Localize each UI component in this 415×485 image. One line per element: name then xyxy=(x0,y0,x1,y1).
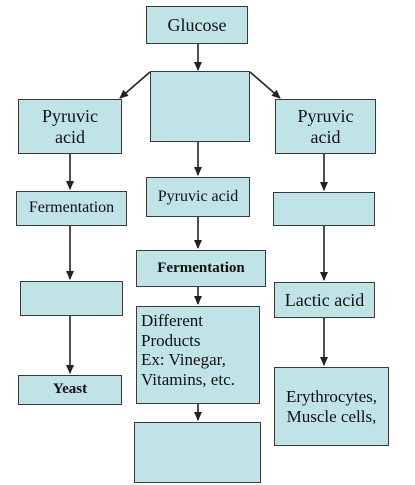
arrow-branch-right xyxy=(249,71,281,99)
center-fermentation-label: Fermentation xyxy=(157,259,245,276)
center-top-blank-box xyxy=(150,71,250,142)
left-blank-box xyxy=(20,281,123,316)
center-pyruvic-acid-box: Pyruvic acid xyxy=(146,177,250,217)
yeast-box: Yeast xyxy=(18,375,122,405)
right-pyruvic-acid-box: Pyruvic acid xyxy=(275,99,376,154)
center-fermentation-box: Fermentation xyxy=(136,250,266,287)
left-fermentation-box: Fermentation xyxy=(16,191,127,226)
lactic-acid-label: Lactic acid xyxy=(284,289,365,310)
erythrocytes-box: Erythrocytes, Muscle cells, xyxy=(274,367,389,446)
erythrocytes-label: Erythrocytes, Muscle cells, xyxy=(285,386,378,426)
center-bottom-blank-box xyxy=(134,422,261,483)
lactic-acid-box: Lactic acid xyxy=(274,282,375,318)
glucose-box: Glucose xyxy=(146,6,248,44)
glucose-label: Glucose xyxy=(167,14,227,35)
right-pyruvic-label: Pyruvic acid xyxy=(297,105,354,147)
different-products-box: Different Products Ex: Vinegar, Vitamins… xyxy=(136,306,260,404)
left-pyruvic-label: Pyruvic acid xyxy=(42,105,98,147)
different-products-label: Different Products Ex: Vinegar, Vitamins… xyxy=(141,311,235,389)
center-pyruvic-label: Pyruvic acid xyxy=(157,187,239,205)
arrow-branch-left xyxy=(119,71,151,99)
left-pyruvic-acid-box: Pyruvic acid xyxy=(18,99,122,154)
left-fermentation-label: Fermentation xyxy=(28,199,115,217)
right-blank-box xyxy=(273,192,375,226)
yeast-label: Yeast xyxy=(52,381,88,398)
